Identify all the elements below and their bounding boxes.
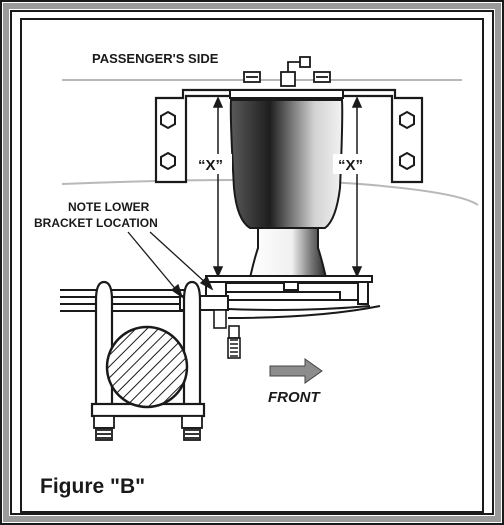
front-arrow-icon	[269, 358, 323, 384]
figure-caption: Figure "B"	[40, 475, 145, 498]
u-bolt-nut-icon	[93, 415, 203, 441]
note-line-2: BRACKET LOCATION	[34, 216, 158, 230]
note-line-1: NOTE LOWER	[68, 200, 150, 214]
dimension-label-left: “X”	[198, 157, 223, 174]
direction-label: FRONT	[268, 389, 321, 406]
dimension-label-right: “X”	[338, 157, 363, 174]
upper-bracket	[154, 88, 424, 184]
axle	[105, 325, 189, 409]
note-leader-lines	[127, 231, 214, 299]
u-bolt	[90, 280, 206, 418]
bracket-bolt-icon	[213, 309, 241, 359]
dimension-markers	[212, 96, 363, 278]
air-spring	[229, 89, 344, 279]
side-label: PASSENGER'S SIDE	[92, 51, 219, 66]
bracket-bolt-icon	[160, 110, 415, 171]
top-fitting-icon	[243, 56, 331, 87]
